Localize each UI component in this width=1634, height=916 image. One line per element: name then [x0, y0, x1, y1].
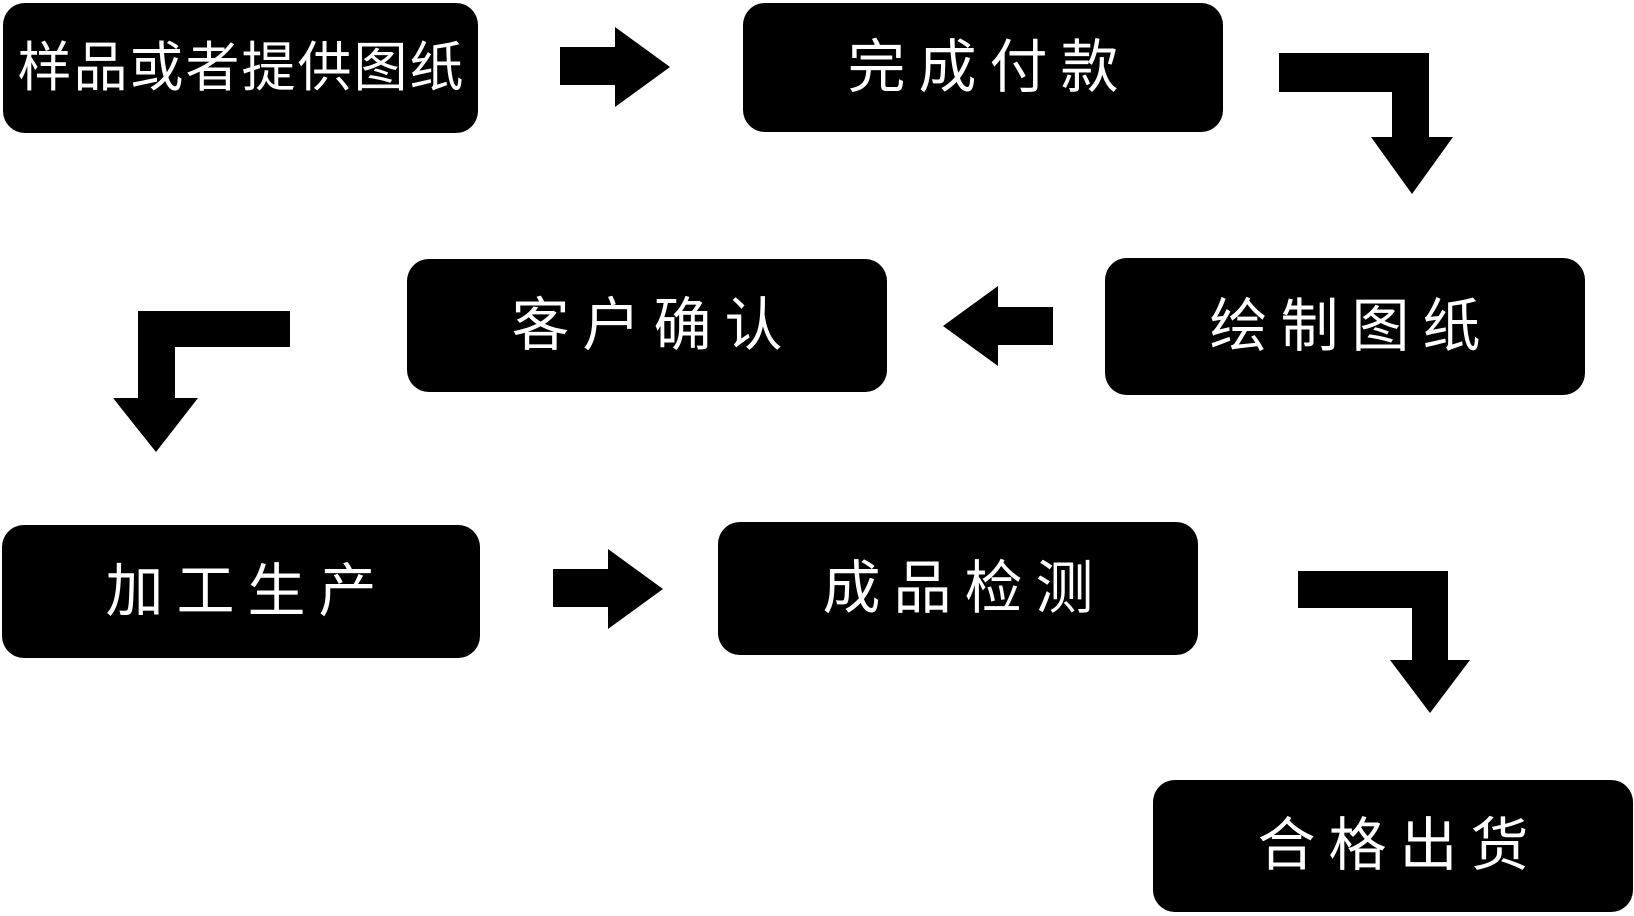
flow-node-shipment-label: 合格出货: [1257, 813, 1542, 878]
flow-node-drawing-label: 绘制图纸: [1209, 293, 1494, 359]
flow-node-confirm-label: 客户确认: [511, 292, 796, 358]
flow-node-production-label: 加工生产: [105, 558, 390, 624]
arrow-right-icon: [560, 27, 670, 107]
flow-node-production: 加工生产: [2, 525, 480, 658]
flow-node-drawing: 绘制图纸: [1105, 258, 1585, 395]
elbow-arrow-down-right-icon: [1279, 53, 1453, 194]
flow-node-payment: 完成付款: [743, 3, 1223, 132]
flow-node-sample: 样品或者提供图纸: [3, 3, 478, 133]
arrow-left-icon: [943, 286, 1053, 366]
elbow-arrow-down-left-icon: [113, 311, 290, 452]
elbow-arrow-down-right-icon: [1298, 571, 1470, 713]
flow-node-inspection-label: 成品检测: [822, 555, 1107, 621]
flow-node-inspection: 成品检测: [718, 522, 1198, 655]
arrow-right-icon: [553, 549, 663, 629]
flow-node-sample-label: 样品或者提供图纸: [17, 38, 466, 98]
flow-node-confirm: 客户确认: [407, 259, 887, 392]
flow-node-shipment: 合格出货: [1153, 780, 1633, 912]
flow-node-payment-label: 完成付款: [847, 34, 1132, 100]
